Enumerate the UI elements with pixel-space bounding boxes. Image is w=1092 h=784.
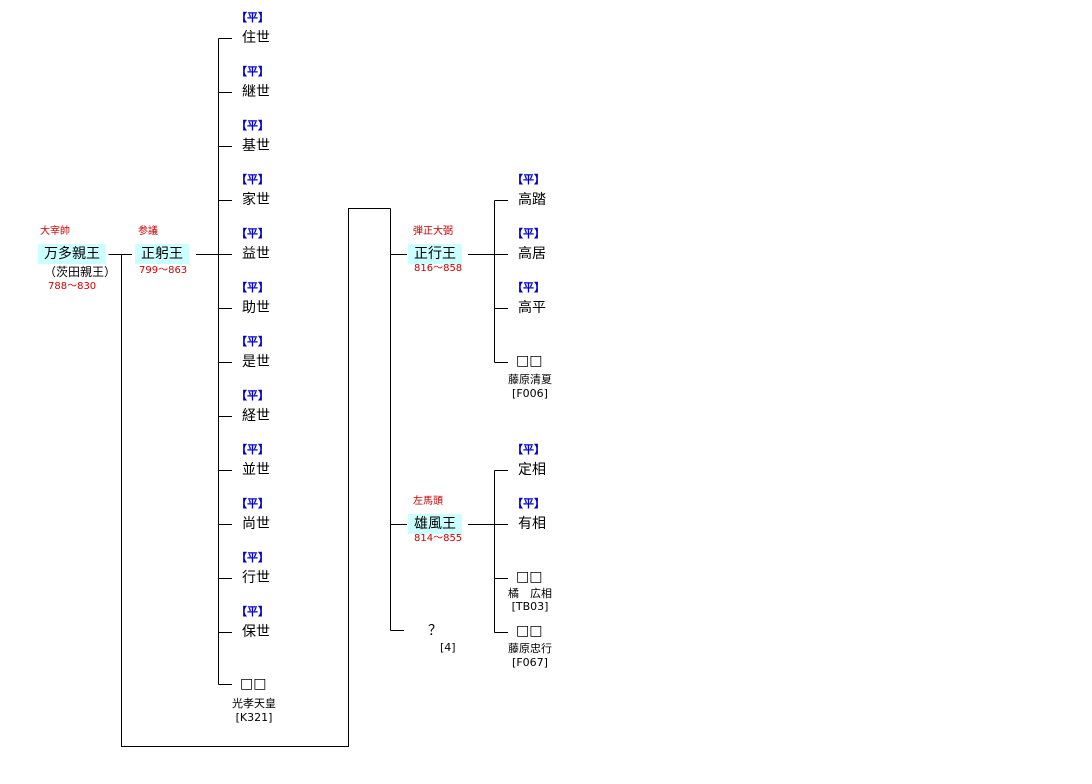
child-clan: 【平】 xyxy=(236,119,269,132)
branch2-daughter-ref: [F067] xyxy=(512,656,548,669)
branch1-daughter-ref: [F006] xyxy=(512,387,548,400)
branch2-daughter-spouse: 藤原忠行 xyxy=(508,642,552,655)
connector-root-loop xyxy=(121,208,391,747)
daughter-spouse: 光孝天皇 xyxy=(232,697,276,710)
grandchild-name: 定相 xyxy=(518,462,546,478)
child-clan: 【平】 xyxy=(236,443,269,456)
child-name: 是世 xyxy=(242,354,270,370)
child-name: 保世 xyxy=(242,624,270,640)
child-clan: 【平】 xyxy=(236,551,269,564)
grandchild-name: 高居 xyxy=(518,246,546,262)
child-clan: 【平】 xyxy=(236,497,269,510)
child-clan: 【平】 xyxy=(236,65,269,78)
branch1-name: 正行王 xyxy=(408,244,462,264)
children-ticks xyxy=(218,38,232,685)
son-title: 参議 xyxy=(138,226,158,237)
daughter-ref: [K321] xyxy=(235,711,273,724)
grandchild-name: 高平 xyxy=(518,300,546,316)
child-clan: 【平】 xyxy=(236,11,269,24)
branch2-title: 左馬頭 xyxy=(413,496,443,507)
branch2-daughter-name: □□ xyxy=(516,623,543,639)
child-name: 継世 xyxy=(242,84,270,100)
son-name: 正躬王 xyxy=(135,244,189,264)
child-name: 基世 xyxy=(242,138,270,154)
grandchild-clan: 【平】 xyxy=(512,443,545,456)
child-name: 益世 xyxy=(242,246,270,262)
branch1-dates: 816〜858 xyxy=(414,263,463,274)
branch1-daughter-name: □□ xyxy=(516,353,543,369)
branch2-daughter-ref: [TB03] xyxy=(511,600,549,613)
unknown-ref: [4] xyxy=(440,641,456,654)
child-name: 行世 xyxy=(242,570,270,586)
grandchild-name: 高踏 xyxy=(518,192,546,208)
grandchild-clan: 【平】 xyxy=(512,227,545,240)
child-name: 並世 xyxy=(242,462,270,478)
root-name: 万多親王 xyxy=(38,244,106,264)
grandchild-clan: 【平】 xyxy=(512,281,545,294)
child-name: 助世 xyxy=(242,300,270,316)
branch2-name: 雄風王 xyxy=(408,514,462,534)
grandchild-clan: 【平】 xyxy=(512,497,545,510)
grandchild-clan: 【平】 xyxy=(512,173,545,186)
child-clan: 【平】 xyxy=(236,605,269,618)
child-clan: 【平】 xyxy=(236,173,269,186)
child-clan: 【平】 xyxy=(236,335,269,348)
son-dates: 799〜863 xyxy=(139,265,188,276)
grandchild-name: 有相 xyxy=(518,516,546,532)
child-name: 経世 xyxy=(242,408,270,424)
child-clan: 【平】 xyxy=(236,281,269,294)
daughter-name: □□ xyxy=(240,676,267,692)
branch1-title: 弾正大弼 xyxy=(413,226,453,237)
child-clan: 【平】 xyxy=(236,389,269,402)
child-name: 住世 xyxy=(242,30,270,46)
child-clan: 【平】 xyxy=(236,227,269,240)
branch1-daughter-spouse: 藤原清夏 xyxy=(508,373,552,386)
child-name: 尚世 xyxy=(242,516,270,532)
branch2-daughter-name: □□ xyxy=(516,569,543,585)
unknown-name: ？ xyxy=(428,623,442,639)
root-alias: （茨田親王） xyxy=(44,265,117,279)
branch2-dates: 814〜855 xyxy=(414,533,463,544)
root-title: 大宰帥 xyxy=(40,226,70,237)
root-dates: 788〜830 xyxy=(48,281,97,292)
child-name: 家世 xyxy=(242,192,270,208)
branch2-daughter-spouse: 橘 広相 xyxy=(508,587,552,600)
